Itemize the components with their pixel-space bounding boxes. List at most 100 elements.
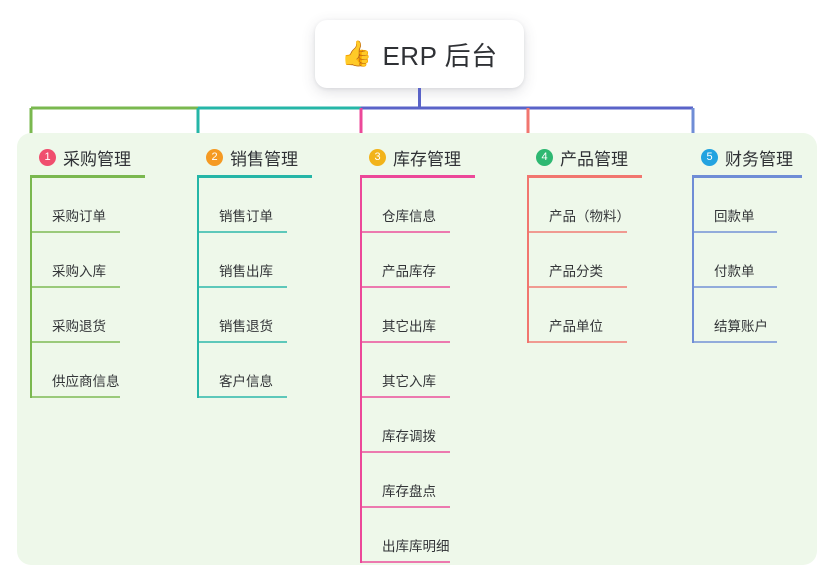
branch-item[interactable]: 产品分类 xyxy=(527,233,677,288)
branch-item[interactable]: 采购入库 xyxy=(30,233,180,288)
branch-item[interactable]: 仓库信息 xyxy=(360,178,510,233)
branch-item[interactable]: 销售出库 xyxy=(197,233,347,288)
branch-spine xyxy=(360,178,362,563)
branch-item[interactable]: 供应商信息 xyxy=(30,343,180,398)
branch-item[interactable]: 产品（物料） xyxy=(527,178,677,233)
root-node-content: 👍 ERP 后台 xyxy=(341,36,497,73)
branch-item-underline xyxy=(360,286,450,288)
branch-spine xyxy=(692,178,694,343)
branch-items: 产品（物料） 产品分类产品单位 xyxy=(527,178,677,343)
branch-item-underline xyxy=(197,396,287,398)
branch-item[interactable]: 产品单位 xyxy=(527,288,677,343)
thumbs-up-icon: 👍 xyxy=(341,39,373,68)
branch-item-underline xyxy=(30,231,120,233)
branch-header-5[interactable]: 5 财务管理 xyxy=(692,145,822,169)
branch-item-underline xyxy=(197,231,287,233)
branch-item-label: 采购入库 xyxy=(52,264,106,279)
branch-column-4: 4 产品管理产品（物料） 产品分类产品单位 xyxy=(527,145,677,343)
branch-item[interactable]: 出库库明细 xyxy=(360,508,510,563)
branch-items: 回款单付款单结算账户 xyxy=(692,178,822,343)
branch-item-underline xyxy=(360,231,450,233)
branch-item[interactable]: 客户信息 xyxy=(197,343,347,398)
branch-column-2: 2 销售管理销售订单销售出库销售退货客户信息 xyxy=(197,145,347,398)
branch-item[interactable]: 其它出库 xyxy=(360,288,510,343)
branch-item[interactable]: 付款单 xyxy=(692,233,822,288)
branches-panel xyxy=(17,133,817,565)
branch-header-2[interactable]: 2 销售管理 xyxy=(197,145,347,169)
branch-item-label: 其它出库 xyxy=(382,319,436,334)
root-connector-stem xyxy=(418,88,421,108)
branch-item[interactable]: 销售退货 xyxy=(197,288,347,343)
branch-number-badge: 1 xyxy=(39,148,56,166)
branch-item-label: 销售出库 xyxy=(219,264,273,279)
branch-spine xyxy=(527,178,529,343)
branch-number-badge: 3 xyxy=(369,148,386,166)
branch-item-label: 销售订单 xyxy=(219,209,273,224)
branch-item-label: 库存调拨 xyxy=(382,429,436,444)
branch-title: 采购管理 xyxy=(63,149,131,169)
branch-item[interactable]: 采购订单 xyxy=(30,178,180,233)
branch-item-label: 产品分类 xyxy=(549,264,603,279)
branch-title: 产品管理 xyxy=(560,149,628,169)
branch-item-underline xyxy=(30,396,120,398)
branch-item-label: 其它入库 xyxy=(382,374,436,389)
branch-item-label: 产品库存 xyxy=(382,264,436,279)
branch-item-underline xyxy=(692,286,777,288)
branch-underline xyxy=(692,175,802,178)
branch-item-underline xyxy=(197,286,287,288)
branch-header-3[interactable]: 3 库存管理 xyxy=(360,145,510,169)
branch-item[interactable]: 库存盘点 xyxy=(360,453,510,508)
branch-items: 仓库信息产品库存其它出库其它入库库存调拨库存盘点出库库明细 xyxy=(360,178,510,563)
branch-underline xyxy=(360,175,475,178)
branch-item-underline xyxy=(692,231,777,233)
branch-spine xyxy=(30,178,32,398)
branch-items: 销售订单销售出库销售退货客户信息 xyxy=(197,178,347,398)
branch-item[interactable]: 结算账户 xyxy=(692,288,822,343)
root-node-title: ERP 后台 xyxy=(382,40,498,71)
branch-item-underline xyxy=(692,341,777,343)
branch-underline xyxy=(30,175,145,178)
branch-item-label: 客户信息 xyxy=(219,374,273,389)
branch-item[interactable]: 销售订单 xyxy=(197,178,347,233)
branch-item-label: 采购退货 xyxy=(52,319,106,334)
branch-number-badge: 2 xyxy=(206,148,223,166)
branch-item-underline xyxy=(360,561,450,563)
branch-item-label: 结算账户 xyxy=(714,319,768,334)
branch-item-label: 付款单 xyxy=(714,264,755,279)
branch-item-underline xyxy=(527,286,627,288)
branch-title: 库存管理 xyxy=(393,149,461,169)
branch-item[interactable]: 库存调拨 xyxy=(360,398,510,453)
branch-item-underline xyxy=(197,341,287,343)
branch-item-label: 回款单 xyxy=(714,209,755,224)
root-node-card[interactable]: 👍 ERP 后台 xyxy=(315,20,524,88)
branch-item[interactable]: 其它入库 xyxy=(360,343,510,398)
branch-column-5: 5 财务管理回款单付款单结算账户 xyxy=(692,145,822,343)
branch-item-label: 出库库明细 xyxy=(382,539,450,554)
branch-item-underline xyxy=(360,396,450,398)
branch-number-badge: 5 xyxy=(701,148,718,166)
branch-column-3: 3 库存管理仓库信息产品库存其它出库其它入库库存调拨库存盘点出库库明细 xyxy=(360,145,510,563)
branch-items: 采购订单采购入库采购退货供应商信息 xyxy=(30,178,180,398)
branch-item-underline xyxy=(360,341,450,343)
branch-column-1: 1 采购管理采购订单采购入库采购退货供应商信息 xyxy=(30,145,180,398)
branch-item[interactable]: 产品库存 xyxy=(360,233,510,288)
branch-item-label: 仓库信息 xyxy=(382,209,436,224)
branch-item-label: 供应商信息 xyxy=(52,374,120,389)
branch-item-underline xyxy=(360,451,450,453)
branch-number-badge: 4 xyxy=(536,148,553,166)
branch-item-underline xyxy=(527,341,627,343)
branch-item-underline xyxy=(30,286,120,288)
branch-title: 销售管理 xyxy=(230,149,298,169)
branch-underline xyxy=(197,175,312,178)
branch-item[interactable]: 采购退货 xyxy=(30,288,180,343)
branch-title: 财务管理 xyxy=(725,149,793,169)
branch-item[interactable]: 回款单 xyxy=(692,178,822,233)
branch-header-1[interactable]: 1 采购管理 xyxy=(30,145,180,169)
branch-item-label: 产品单位 xyxy=(549,319,603,334)
branch-spine xyxy=(197,178,199,398)
branch-item-label: 销售退货 xyxy=(219,319,273,334)
branch-item-label: 采购订单 xyxy=(52,209,106,224)
branch-item-label: 产品（物料） xyxy=(549,209,630,224)
branch-header-4[interactable]: 4 产品管理 xyxy=(527,145,677,169)
